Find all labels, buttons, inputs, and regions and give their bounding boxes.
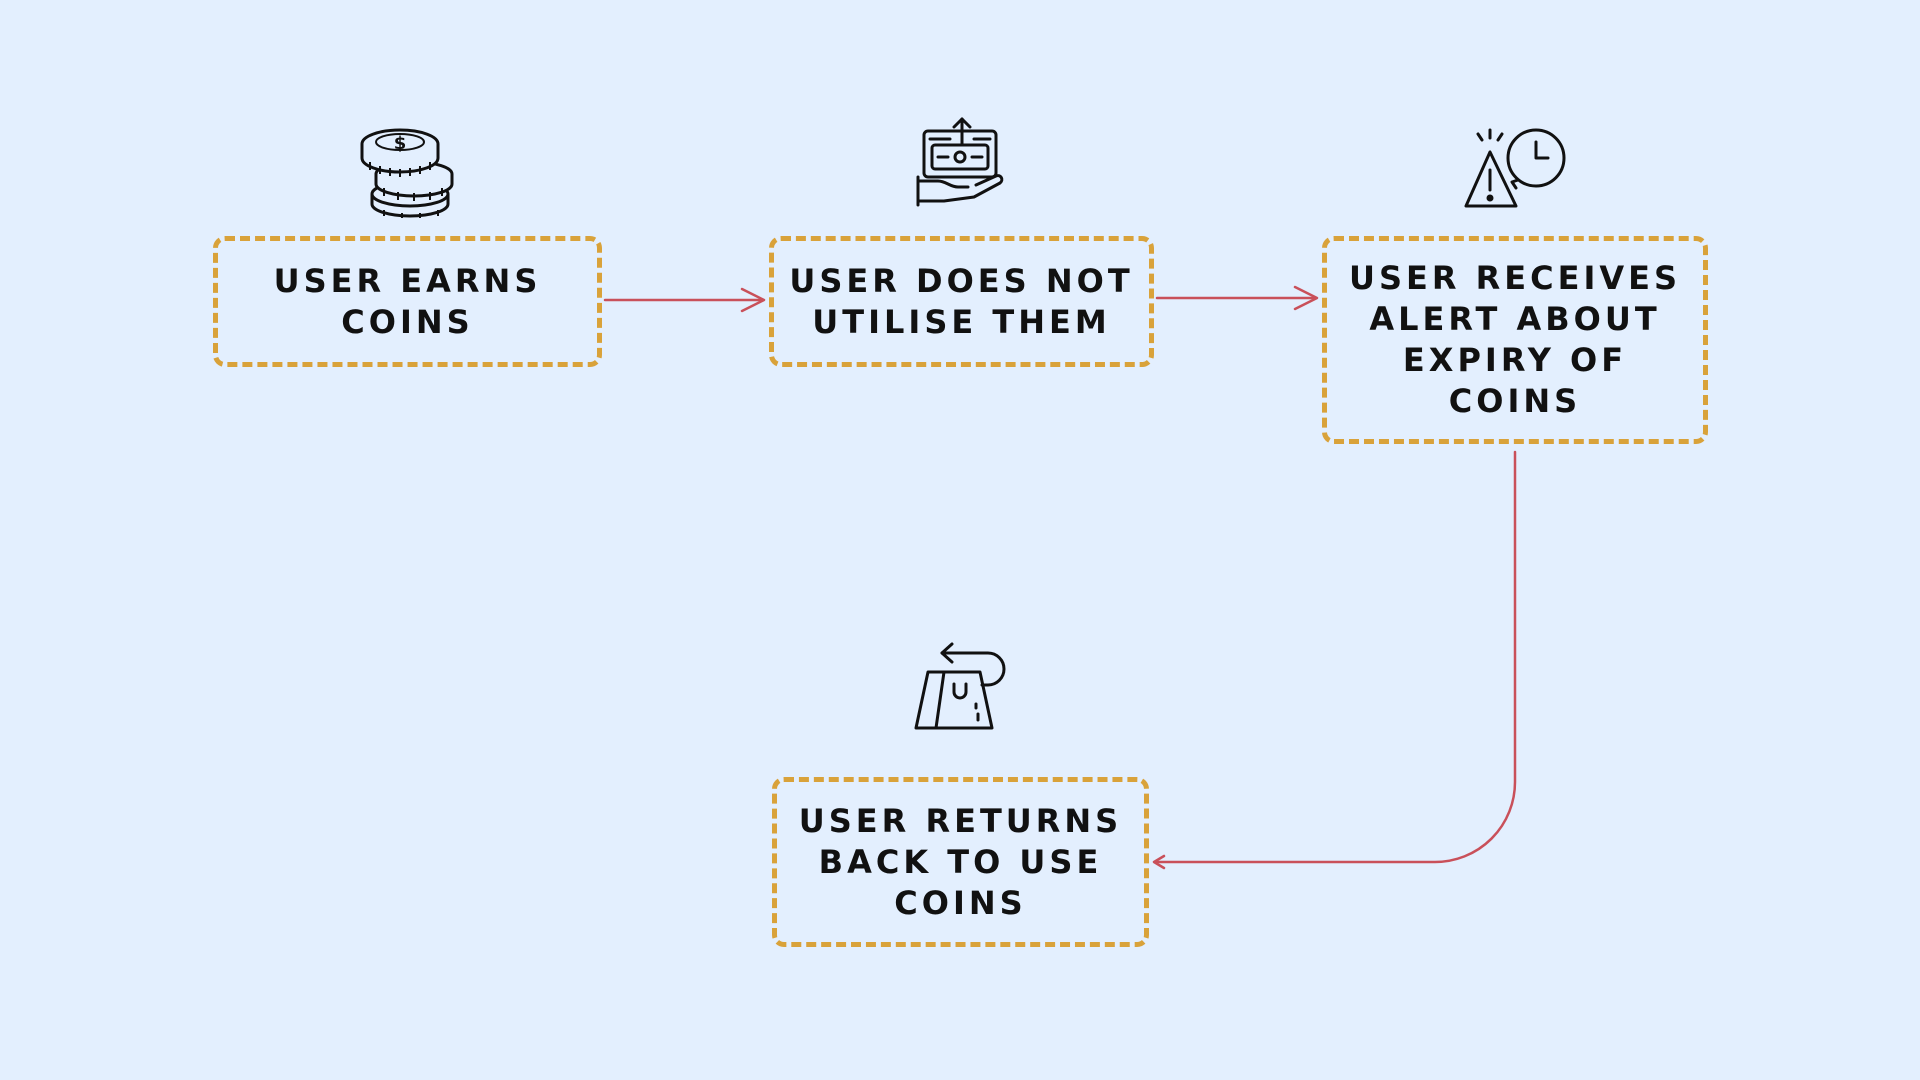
step-label: USER RECEIVES ALERT ABOUT EXPIRY OF COIN… [1348, 259, 1682, 420]
arrow-earn-to-not-utilise [603, 287, 766, 313]
step-label: USER DOES NOT UTILISE THEM [789, 261, 1134, 341]
step-label: USER EARNS COINS [273, 261, 542, 341]
svg-text:$: $ [394, 133, 407, 154]
cash-in-hand-icon [914, 115, 1006, 207]
stacked-coins-icon: $ [358, 122, 458, 218]
step-box-alert: USER RECEIVES ALERT ABOUT EXPIRY OF COIN… [1322, 236, 1708, 444]
step-label: USER RETURNS BACK TO USE COINS [798, 801, 1123, 922]
arrow-alert-to-return [1152, 450, 1517, 870]
shopping-bag-return-icon [914, 634, 1014, 730]
alert-clock-icon [1460, 124, 1570, 210]
step-box-not-utilise: USER DOES NOT UTILISE THEM [769, 236, 1154, 367]
step-box-earn: USER EARNS COINS [213, 236, 602, 367]
arrow-not-utilise-to-alert [1155, 285, 1319, 311]
step-box-return: USER RETURNS BACK TO USE COINS [772, 777, 1149, 947]
